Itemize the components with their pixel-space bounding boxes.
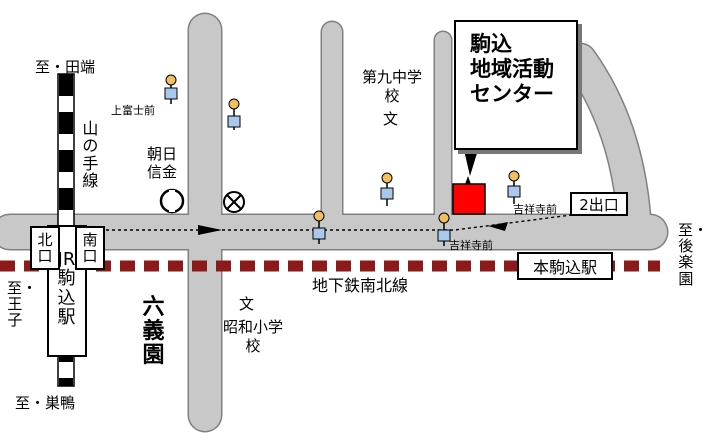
curved-road-east xyxy=(564,44,651,248)
bus-stop-icon xyxy=(312,210,326,244)
subway-line-label: 地下鉄南北線 xyxy=(312,276,409,295)
bus-stop-label-kichijoji-2: 吉祥寺前 xyxy=(449,239,493,252)
police-box-icon xyxy=(223,191,245,213)
callout-line-1: 駒込 xyxy=(470,32,512,56)
south-exit-label: 南口 xyxy=(82,230,98,265)
destination-callout: 駒込 地域活動 センター xyxy=(454,20,578,150)
rikugien-label: 六義園 xyxy=(142,295,165,368)
bank-icon xyxy=(159,188,185,214)
direction-ouji: 至・王子 xyxy=(7,279,38,330)
callout-line-2: 地域活動 xyxy=(470,56,554,81)
callout-pointer xyxy=(464,150,478,176)
callout-line-3: センター xyxy=(470,81,554,106)
route-arrow-east xyxy=(198,225,222,235)
bus-stop-icon xyxy=(437,212,451,246)
bus-stop-icon xyxy=(227,98,241,130)
destination-marker xyxy=(452,183,486,215)
subway-station-box: 本駒込駅 xyxy=(517,252,613,280)
bus-stop-icon xyxy=(507,170,521,204)
road-fills xyxy=(0,14,667,431)
jr-station-label: JR駒込駅 xyxy=(57,249,76,329)
junior-high-school-icon: 文 xyxy=(383,110,399,128)
elementary-label: 昭和小学校 xyxy=(222,318,283,355)
direction-tabata: 至・田端 xyxy=(35,58,96,76)
direction-sugamo: 至・巣鴨 xyxy=(15,394,76,412)
bus-stop-icon xyxy=(380,172,394,206)
south-exit-box: 南口 xyxy=(75,226,105,270)
elementary-school-icon: 文 xyxy=(239,295,255,313)
north-exit-label: 北口 xyxy=(37,230,53,265)
subway-station-label: 本駒込駅 xyxy=(532,258,597,277)
subway-exit-box: 2出口 xyxy=(570,192,628,216)
north-exit-box: 北口 xyxy=(30,226,60,270)
bus-stop-label-kamifujimae: 上富士前 xyxy=(111,104,155,117)
asahi-bank-label: 朝日信金 xyxy=(147,145,178,181)
bus-stop-label-kichijoji-1: 吉祥寺前 xyxy=(513,203,557,216)
yamanote-line-label: 山の手線 xyxy=(82,119,99,190)
junior-high-label: 第九中学校 xyxy=(362,68,423,105)
direction-korakuen: 至・後楽園 xyxy=(678,221,709,288)
subway-exit-label: 2出口 xyxy=(579,195,619,214)
bus-stop-icon xyxy=(164,74,178,104)
route-arrow-west xyxy=(488,222,508,231)
